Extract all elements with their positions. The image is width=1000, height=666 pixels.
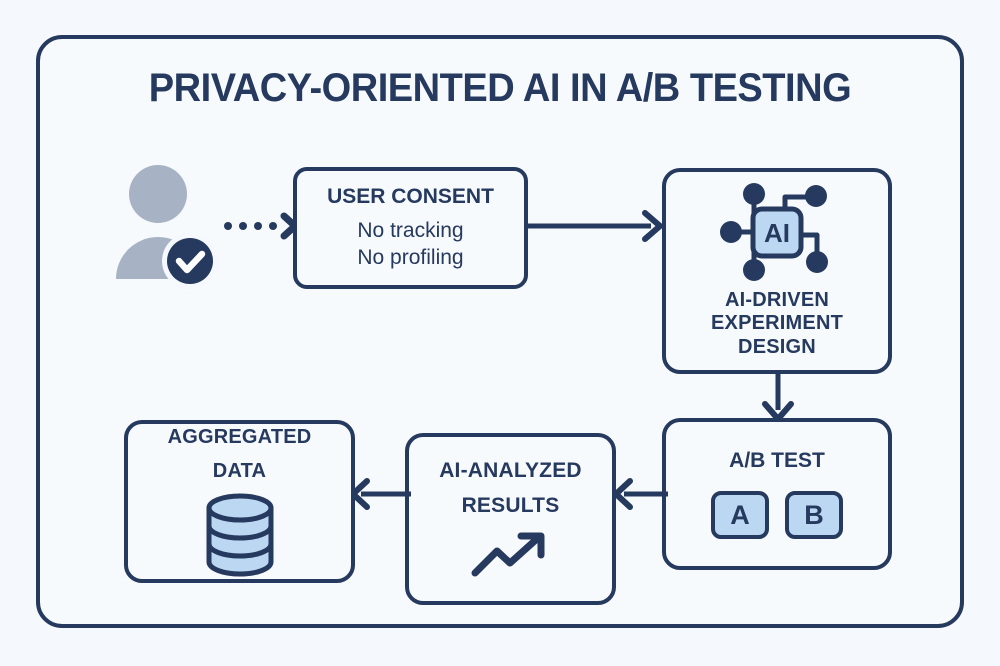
chip-node-top-right — [805, 184, 827, 207]
ai-chip-icon: AI — [720, 182, 828, 281]
node-ai-experiment-design[interactable]: AI AI-DRIVEN EXPERIMENT DESIGN — [662, 168, 892, 374]
chip-node-left — [720, 220, 742, 243]
connector-ai-to-abtest — [762, 370, 794, 422]
ai-design-title-line-3: DESIGN — [738, 335, 816, 358]
user-consent-line-1: No tracking — [357, 218, 464, 242]
chip-node-top-left — [743, 182, 765, 205]
check-icon — [175, 250, 206, 274]
chip-node-bottom-left — [743, 258, 765, 281]
connector-results-to-aggdata — [350, 478, 411, 510]
check-badge-icon — [167, 238, 213, 284]
results-title-line-1: AI-ANALYZED — [439, 459, 582, 483]
node-user-consent[interactable]: USER CONSENT No tracking No profiling — [293, 167, 528, 289]
chip-node-bottom-right — [806, 250, 828, 273]
aggdata-title-line-1: AGGREGATED — [167, 425, 312, 448]
connector-abtest-to-results — [613, 478, 668, 510]
chip-label: AI — [764, 218, 790, 248]
user-consent-title: USER CONSENT — [327, 184, 494, 208]
connector-user-to-consent — [224, 212, 299, 240]
user-avatar-icon — [116, 165, 218, 289]
page-title: PRIVACY-ORIENTED AI IN A/B TESTING — [148, 66, 852, 110]
user-consent-line-2: No profiling — [357, 245, 464, 269]
database-icon — [206, 493, 273, 577]
trend-up-icon — [471, 532, 544, 577]
node-ab-test[interactable]: A/B TEST A B — [662, 418, 892, 570]
ai-design-title-line-1: AI-DRIVEN — [724, 288, 830, 311]
ab-test-title: A/B TEST — [729, 448, 825, 472]
node-ai-analyzed-results[interactable]: AI-ANALYZED RESULTS — [405, 433, 616, 605]
node-aggregated-data[interactable]: AGGREGATED DATA — [124, 420, 355, 583]
ab-variant-row: A B — [711, 491, 843, 540]
aggdata-title-line-2: DATA — [212, 459, 267, 482]
variant-b-pill[interactable]: B — [785, 491, 843, 540]
ai-design-title-line-2: EXPERIMENT — [710, 312, 844, 335]
results-title-line-2: RESULTS — [461, 494, 560, 517]
variant-a-pill[interactable]: A — [711, 491, 769, 540]
connector-consent-to-ai — [525, 210, 663, 242]
